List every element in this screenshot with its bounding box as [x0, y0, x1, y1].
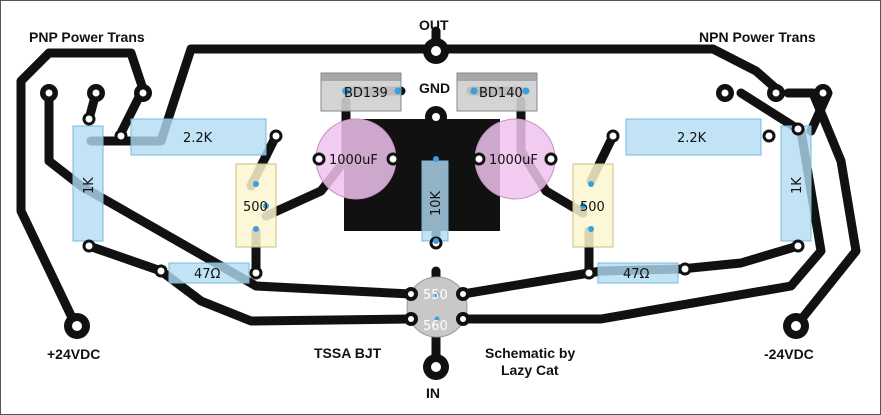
trace-pnp-top	[44, 48, 148, 94]
capacitor-left-label: 1000uF	[329, 153, 378, 168]
trimmer-right	[572, 163, 614, 248]
pads	[40, 38, 832, 380]
transistor-bd140-tab	[457, 73, 537, 81]
out-label: OUT	[419, 17, 449, 33]
transistor-bd139-tab	[321, 73, 401, 81]
trace-47-bjt-left	[156, 266, 416, 326]
resistor-2k2-right-label: 2.2K	[677, 131, 707, 146]
resistor-10k-label: 10K	[429, 190, 444, 216]
bjt-bottom-label: 560	[423, 319, 448, 334]
npn-label: NPN Power Trans	[699, 29, 816, 45]
credit-line1: Schematic by	[485, 345, 575, 361]
resistor-2k2-right	[625, 118, 762, 156]
trace-neg-supply	[783, 88, 861, 331]
bjt-pair-body	[406, 276, 468, 338]
trimmer-right-label: 500	[580, 200, 605, 215]
trace-out-left	[86, 44, 441, 146]
bjt-top-label: 550	[423, 288, 448, 303]
credit-line2: Lazy Cat	[501, 362, 559, 378]
trace-pos-supply	[16, 48, 81, 331]
trace-bjt-npn-right	[458, 126, 826, 324]
neg-supply-label: -24VDC	[764, 346, 814, 362]
trimmer-left-label: 500	[243, 200, 268, 215]
resistor-1k-right	[780, 125, 812, 242]
resistor-47-left	[168, 262, 250, 284]
resistor-2k2-left	[130, 118, 267, 156]
pin-holes	[253, 87, 594, 322]
trace-npn-a	[736, 88, 806, 136]
trace-out-right	[431, 44, 786, 98]
resistor-2k2-left-label: 2.2K	[183, 131, 213, 146]
capacitor-right-label: 1000uF	[489, 153, 538, 168]
bd139-label: BD139	[344, 86, 388, 101]
pos-supply-label: +24VDC	[47, 346, 100, 362]
trimmer-left	[235, 163, 277, 248]
resistor-1k-left	[72, 125, 104, 242]
resistor-47-right	[597, 262, 679, 284]
resistor-47-right-label: 47Ω	[623, 267, 650, 282]
resistor-1k-left-label: 1K	[82, 177, 97, 194]
gnd-label: GND	[419, 80, 450, 96]
in-label: IN	[426, 385, 440, 401]
pnp-label: PNP Power Trans	[29, 29, 145, 45]
bd140-label: BD140	[479, 86, 523, 101]
resistor-47-left-label: 47Ω	[194, 267, 221, 282]
resistor-1k-right-label: 1K	[790, 177, 805, 194]
components	[72, 72, 812, 338]
trace-1k-47-left	[84, 241, 166, 276]
tssa-label: TSSA BJT	[314, 345, 382, 361]
trace-47-bjt-right	[458, 266, 606, 299]
resistor-10k	[421, 160, 449, 242]
